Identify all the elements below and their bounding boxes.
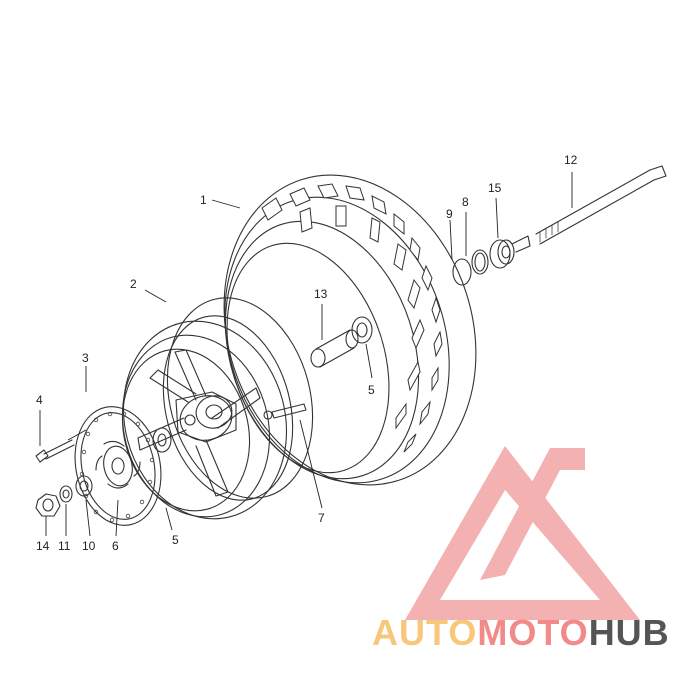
callout-6: 6: [112, 539, 119, 553]
callout-5-right: 5: [368, 383, 375, 397]
disc-bolt: [35, 439, 75, 463]
callout-2: 2: [130, 277, 137, 291]
disc-vent-holes: [79, 411, 155, 523]
watermark-auto: AUTO: [372, 612, 478, 653]
callout-3: 3: [82, 351, 89, 365]
callout-8: 8: [462, 195, 469, 209]
callout-13: 13: [314, 287, 328, 301]
brake-disc: [74, 406, 162, 526]
valve-stem: [263, 403, 307, 420]
callout-14: 14: [36, 539, 50, 553]
callout-15: 15: [488, 181, 502, 195]
oil-seal: [452, 258, 472, 286]
automotohub-watermark: AUTOMOTOHUB: [372, 612, 670, 654]
automotohub-logo-mark: [405, 446, 640, 620]
callout-11: 11: [58, 539, 71, 553]
spacer-collar: [75, 475, 93, 497]
callout-10: 10: [82, 539, 96, 553]
callout-9: 9: [446, 207, 453, 221]
callout-5-left: 5: [172, 533, 179, 547]
tyre: [223, 174, 477, 486]
bearing-left: [152, 427, 172, 453]
front-axle: [535, 165, 667, 245]
axle-spacer: [310, 329, 359, 368]
leader-lines: [39, 172, 573, 537]
speedometer-drive: [489, 235, 531, 269]
wheel-rim: [121, 297, 314, 520]
bearing-right: [351, 316, 373, 344]
callout-4: 4: [36, 393, 43, 407]
callout-1: 1: [200, 193, 207, 207]
callout-12: 12: [564, 153, 578, 167]
watermark-hub: HUB: [588, 612, 670, 653]
axle-nut: [35, 493, 61, 517]
circlip: [471, 249, 489, 275]
washer: [59, 485, 73, 503]
callout-7: 7: [318, 511, 325, 525]
watermark-moto: MOTO: [477, 612, 589, 653]
